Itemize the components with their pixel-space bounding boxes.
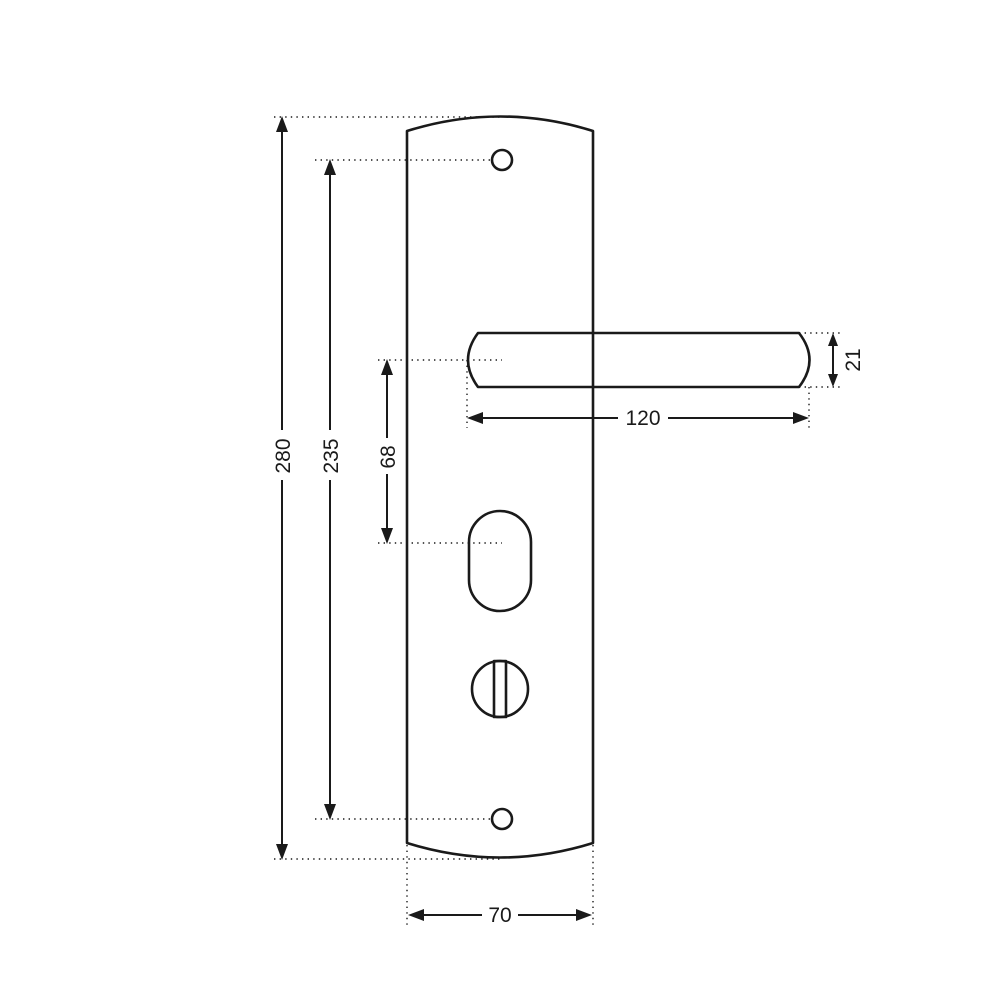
dimension-screw-spacing: 235 xyxy=(318,159,343,820)
thumb-turn-circle xyxy=(470,659,530,719)
dimension-label-235: 235 xyxy=(320,438,343,473)
backplate-outline xyxy=(405,115,595,859)
extension-lines xyxy=(274,116,842,928)
lever-handle xyxy=(466,331,811,389)
dimension-overall-height: 280 xyxy=(270,116,295,860)
keyhole-oval xyxy=(467,509,533,613)
dimension-label-68: 68 xyxy=(377,445,400,468)
dimension-lever-length: 120 xyxy=(467,405,809,431)
dimension-label-70: 70 xyxy=(488,904,511,927)
dimension-lever-to-keyhole: 68 xyxy=(375,359,400,544)
thumb-turn-slot xyxy=(492,659,508,719)
dimension-label-120: 120 xyxy=(625,407,660,430)
top-screw-hole xyxy=(490,148,514,172)
dimension-plate-width: 70 xyxy=(408,902,592,928)
dimension-lever-thickness: 21 xyxy=(828,333,865,387)
bottom-screw-hole xyxy=(490,807,514,831)
dimension-label-280: 280 xyxy=(272,438,295,473)
dimension-label-21: 21 xyxy=(842,348,865,371)
thumb-turn xyxy=(470,659,530,719)
